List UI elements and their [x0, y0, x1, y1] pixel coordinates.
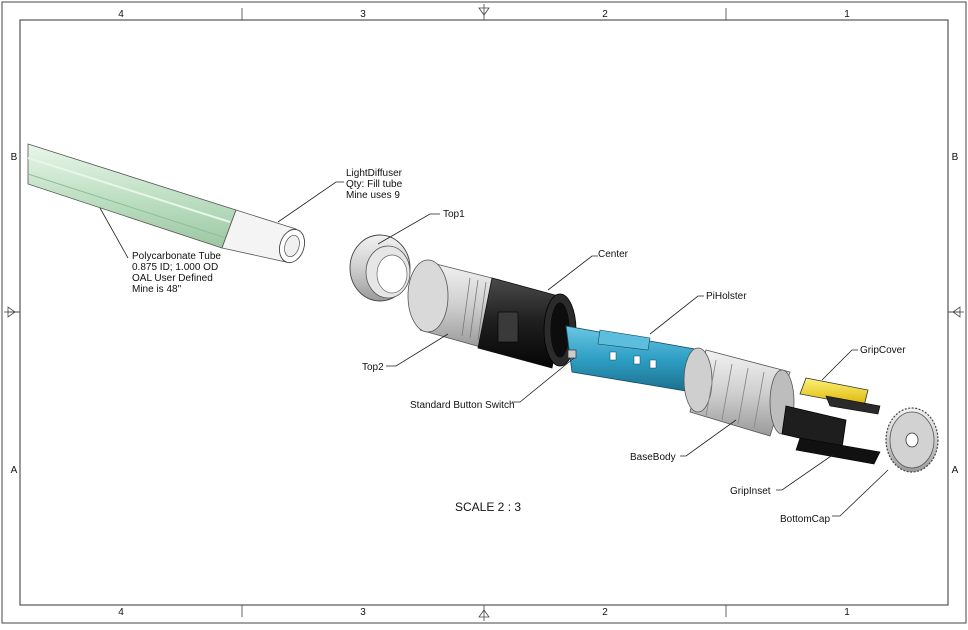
- callout-center: Center: [598, 249, 629, 260]
- callout-top2: Top2: [362, 362, 384, 373]
- callout-top1: Top1: [443, 209, 465, 220]
- centering-marks: [7, 7, 961, 618]
- zone-bottom-3: 3: [360, 607, 366, 618]
- callout-tube-line-2: 0.875 ID; 1.000 OD: [132, 262, 218, 273]
- callout-tube: Polycarbonate Tube 0.875 ID; 1.000 OD OA…: [132, 251, 221, 295]
- zone-right-a: A: [952, 465, 959, 476]
- zone-right-b: B: [952, 152, 959, 163]
- callout-diffuser-line-1: LightDiffuser: [346, 168, 403, 179]
- scale-label: SCALE 2 : 3: [455, 500, 521, 514]
- zone-left-a: A: [11, 465, 18, 476]
- callout-button-switch: Standard Button Switch: [410, 400, 515, 411]
- zone-top-1: 1: [844, 9, 850, 20]
- callout-diffuser-line-3: Mine uses 9: [346, 190, 400, 201]
- zone-top-3: 3: [360, 9, 366, 20]
- center-part: [477, 277, 577, 369]
- callout-tube-line-3: OAL User Defined: [132, 273, 213, 284]
- callout-bottomcap: BottomCap: [780, 514, 830, 525]
- callout-basebody: BaseBody: [630, 452, 676, 463]
- callout-gripinset: GripInset: [730, 486, 771, 497]
- callout-diffuser: LightDiffuser Qty: Fill tube Mine uses 9: [346, 168, 403, 201]
- zone-ticks: [4, 4, 964, 621]
- bottomcap-part: [885, 407, 939, 473]
- button-switch-part: [567, 349, 577, 359]
- zone-bottom-4: 4: [118, 607, 124, 618]
- callout-diffuser-line-2: Qty: Fill tube: [346, 179, 403, 190]
- callout-piholster: PiHolster: [706, 291, 747, 302]
- leader-lines: [99, 181, 889, 517]
- zone-bottom-2: 2: [602, 607, 608, 618]
- callout-tube-line-1: Polycarbonate Tube: [132, 251, 221, 262]
- callout-tube-line-4: Mine is 48": [132, 284, 182, 295]
- callout-gripcover: GripCover: [860, 345, 906, 356]
- top1-part: [349, 234, 411, 302]
- light-diffuser: [221, 209, 306, 264]
- gripcover-part: [799, 377, 881, 415]
- zone-top-2: 2: [602, 9, 608, 20]
- zone-bottom-1: 1: [844, 607, 850, 618]
- gripinset-part: [781, 405, 881, 465]
- zone-top-4: 4: [118, 9, 124, 20]
- zone-left-b: B: [11, 152, 18, 163]
